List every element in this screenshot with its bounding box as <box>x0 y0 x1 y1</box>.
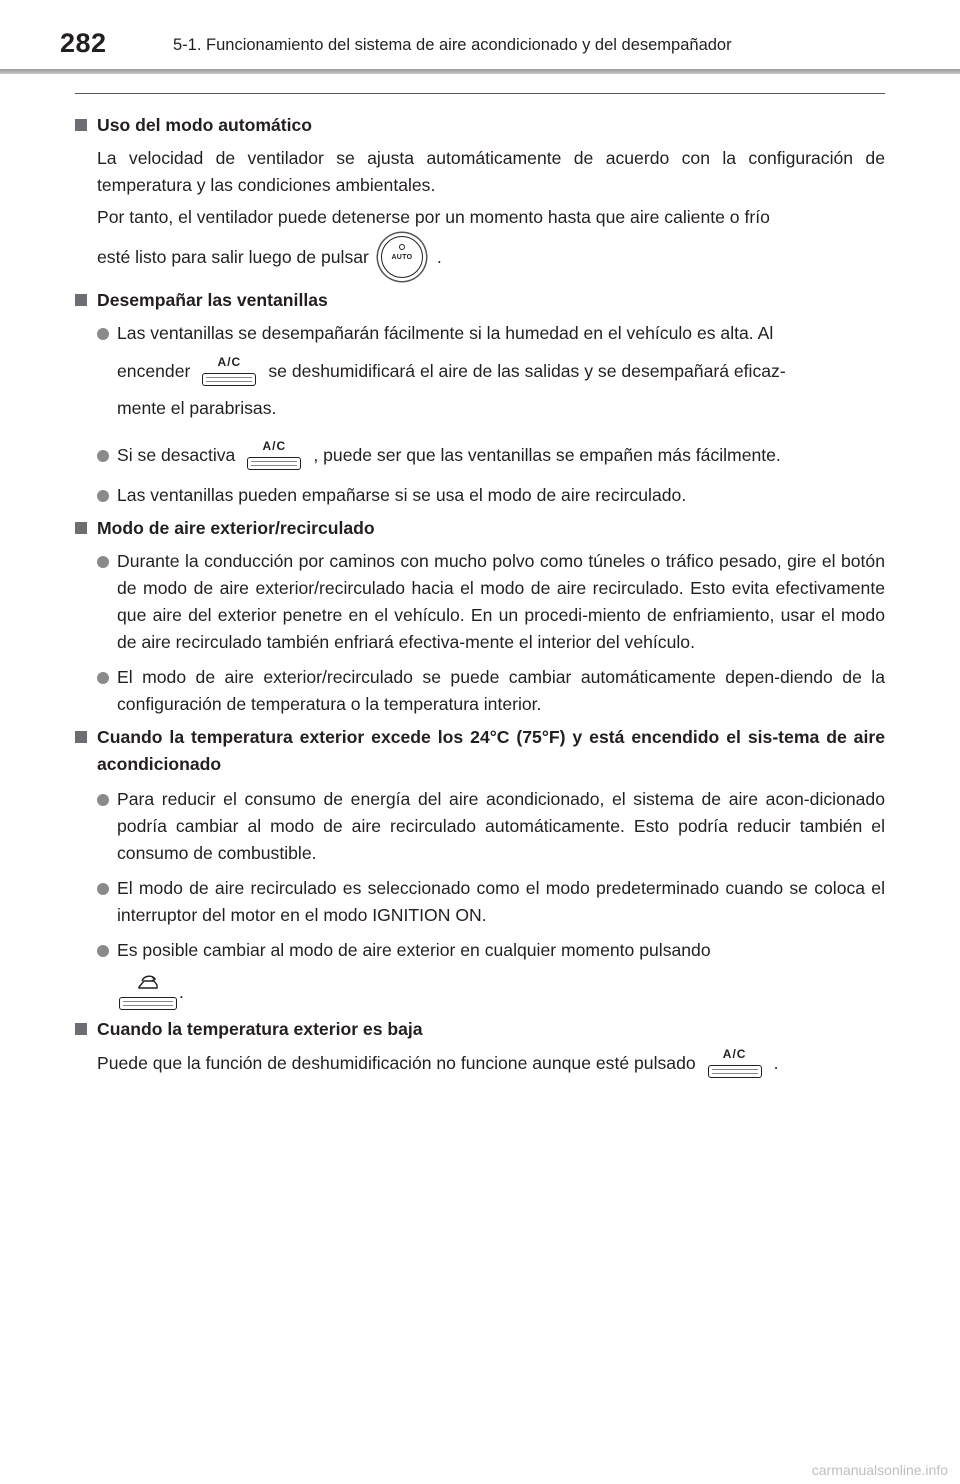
section-heading: Cuando la temperatura exterior es baja <box>75 1016 885 1043</box>
list-item-text: , puede ser que las ventanillas se empañ… <box>313 445 781 465</box>
section-divider <box>75 93 885 94</box>
header-bar <box>0 69 960 74</box>
circle-bullet-icon <box>97 945 109 957</box>
paragraph-text: . <box>773 1053 779 1073</box>
heading-text: Cuando la temperatura exterior es baja <box>97 1019 423 1039</box>
list-item-text: Las ventanillas se desempañarán fácilmen… <box>117 323 774 343</box>
ac-button-bar <box>247 457 302 471</box>
list-item-text: El modo de aire recirculado es seleccion… <box>117 878 885 925</box>
heading-text: Uso del modo automático <box>97 115 313 135</box>
section-cold-weather: Cuando la temperatura exterior es baja P… <box>75 1016 885 1083</box>
site-watermark: carmanualsonline.info <box>811 1462 948 1478</box>
list-item: El modo de aire exterior/recirculado se … <box>75 664 885 718</box>
ac-button-bar <box>707 1065 762 1079</box>
circle-bullet-icon <box>97 328 109 340</box>
recirculation-arrow-icon <box>138 975 158 990</box>
list-item: Las ventanillas se desempañarán fácilmen… <box>75 320 885 422</box>
auto-button-icon: AUTO <box>379 234 427 282</box>
recirculation-button-bar <box>119 997 177 1011</box>
circle-bullet-icon <box>97 794 109 806</box>
list-item-text: El modo de aire exterior/recirculado se … <box>117 667 885 714</box>
paragraph-text: Por tanto, el ventilador puede detenerse… <box>97 207 770 227</box>
circle-bullet-icon <box>97 490 109 502</box>
circle-bullet-icon <box>97 672 109 684</box>
square-bullet-icon <box>75 1023 87 1035</box>
ac-button-label: A/C <box>217 355 242 370</box>
heading-text: Desempañar las ventanillas <box>97 290 328 310</box>
list-item-text: Es posible cambiar al modo de aire exter… <box>117 940 711 960</box>
section-heading: Desempañar las ventanillas <box>75 287 885 314</box>
paragraph: Puede que la función de deshumidificació… <box>75 1043 885 1083</box>
page-content: Uso del modo automático La velocidad de … <box>75 112 885 1083</box>
recirculation-button-icon <box>117 973 179 1013</box>
list-item-text: Durante la conducción por caminos con mu… <box>117 551 885 652</box>
ac-button-label: A/C <box>262 439 287 454</box>
list-item: Durante la conducción por caminos con mu… <box>75 548 885 656</box>
section-auto-mode: Uso del modo automático La velocidad de … <box>75 112 885 283</box>
paragraph-text: Puede que la función de deshumidificació… <box>97 1053 696 1073</box>
list-item-text: Si se desactiva <box>117 445 236 465</box>
section-hot-weather: Cuando la temperatura exterior excede lo… <box>75 724 885 1014</box>
auto-button-ring <box>380 236 423 279</box>
list-item: El modo de aire recirculado es seleccion… <box>75 875 885 929</box>
circle-bullet-icon <box>97 883 109 895</box>
auto-indicator-icon <box>398 244 405 251</box>
list-item-text: encender <box>117 361 191 381</box>
list-item-text: . <box>179 982 184 1002</box>
ac-button-icon: A/C <box>706 1047 764 1081</box>
list-item-text: Para reducir el consumo de energía del a… <box>117 789 885 863</box>
list-item: Es posible cambiar al modo de aire exter… <box>75 937 885 1014</box>
square-bullet-icon <box>75 294 87 306</box>
list-item-text: Las ventanillas pueden empañarse si se u… <box>117 485 687 505</box>
ac-button-label: A/C <box>722 1047 747 1062</box>
circle-bullet-icon <box>97 450 109 462</box>
square-bullet-icon <box>75 731 87 743</box>
ac-button-bar <box>202 373 257 387</box>
square-bullet-icon <box>75 522 87 534</box>
list-item-text: mente el parabrisas. <box>117 398 277 418</box>
chapter-title: 5-1. Funcionamiento del sistema de aire … <box>173 36 732 54</box>
heading-text: Modo de aire exterior/recirculado <box>97 518 375 538</box>
section-heading: Modo de aire exterior/recirculado <box>75 515 885 542</box>
paragraph-text: esté listo para salir luego de pulsar <box>97 247 369 267</box>
page-header: 282 5-1. Funcionamiento del sistema de a… <box>0 0 960 76</box>
list-item: Las ventanillas pueden empañarse si se u… <box>75 482 885 509</box>
paragraph: La velocidad de ventilador se ajusta aut… <box>97 148 885 195</box>
paragraph: Por tanto, el ventilador puede detenerse… <box>75 204 885 283</box>
list-item: Si se desactiva A/C , puede ser que las … <box>75 432 885 478</box>
list-item-text: se deshumidificará el aire de las salida… <box>268 361 786 381</box>
ac-button-icon: A/C <box>245 439 303 473</box>
auto-button-label: AUTO <box>391 254 413 262</box>
circle-bullet-icon <box>97 556 109 568</box>
section-heading: Cuando la temperatura exterior excede lo… <box>75 724 885 778</box>
list-item: Para reducir el consumo de energía del a… <box>75 786 885 867</box>
section-heading: Uso del modo automático <box>75 112 885 139</box>
square-bullet-icon <box>75 119 87 131</box>
section-defog: Desempañar las ventanillas Las ventanill… <box>75 287 885 509</box>
ac-button-icon: A/C <box>200 355 258 389</box>
paragraph-text: . <box>436 247 442 267</box>
section-air-mode: Modo de aire exterior/recirculado Durant… <box>75 515 885 718</box>
heading-text: Cuando la temperatura exterior excede lo… <box>97 727 885 774</box>
page-number: 282 <box>60 28 107 58</box>
